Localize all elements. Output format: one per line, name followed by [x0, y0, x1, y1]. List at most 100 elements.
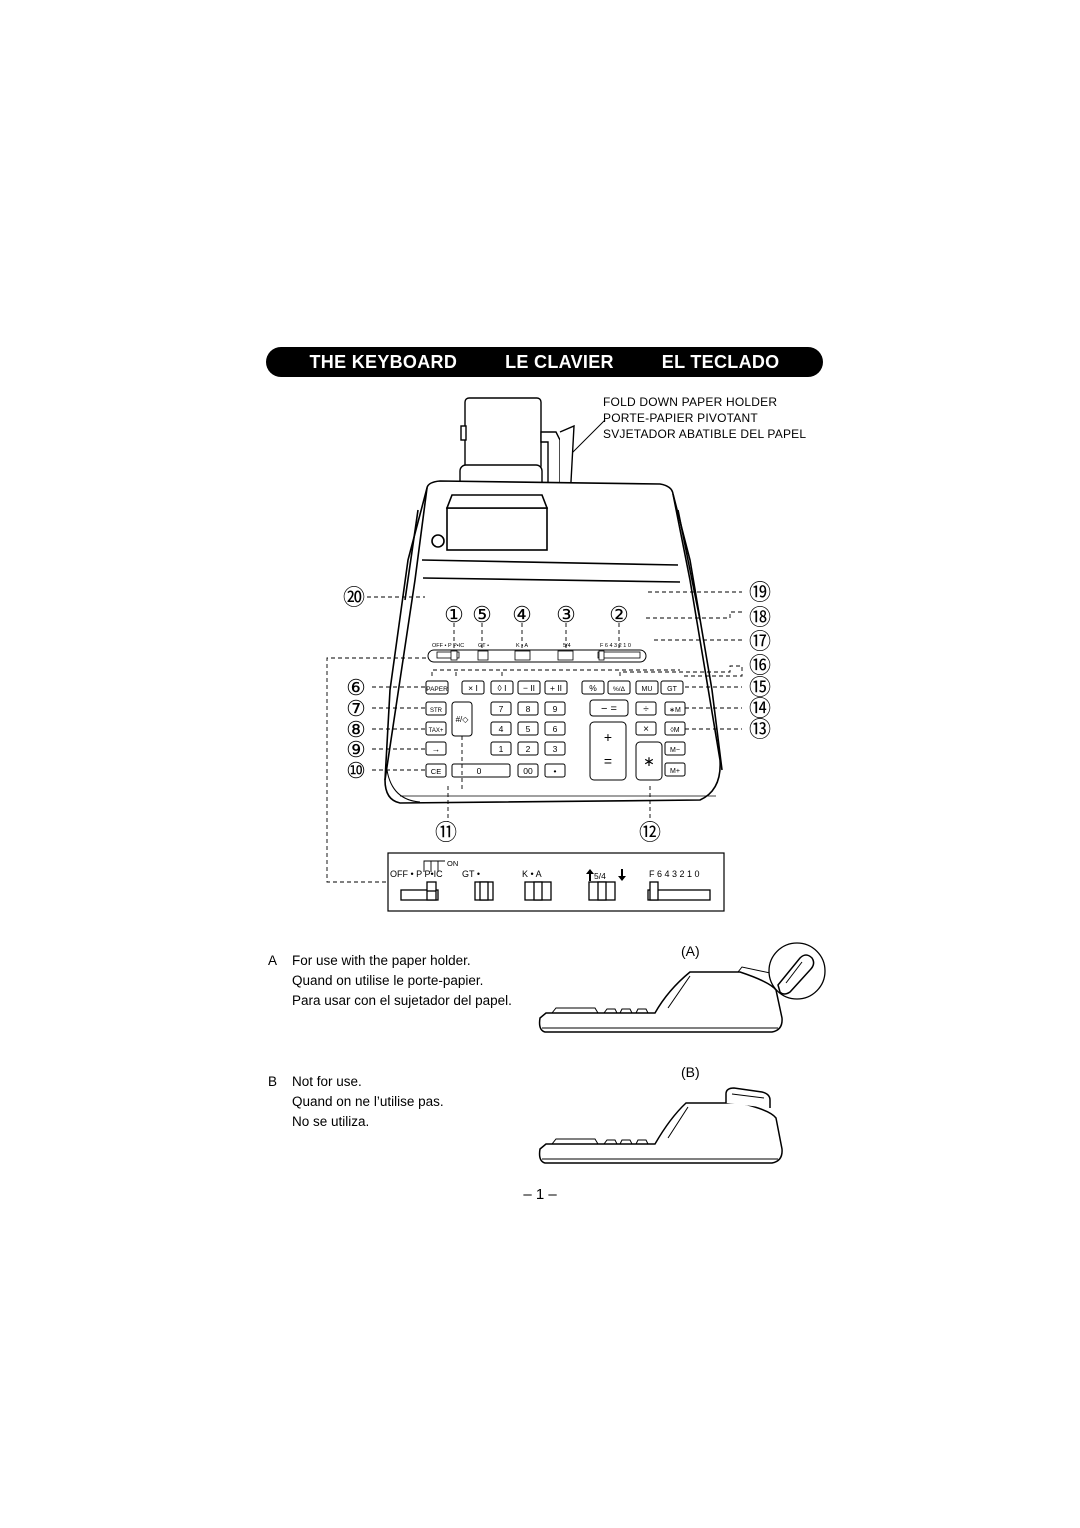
callout-12: ⑫	[639, 820, 661, 845]
paper-holder-label: FOLD DOWN PAPER HOLDER PORTE-PAPIER PIVO…	[603, 394, 806, 442]
small-power-switch[interactable]	[436, 651, 460, 659]
markup-key[interactable]: MU	[642, 686, 653, 693]
note-a-english: For use with the paper holder.	[292, 953, 471, 968]
divide-key[interactable]: ÷	[643, 704, 649, 715]
digit-1-key[interactable]: 1	[499, 744, 504, 754]
small-switch-rounding-label: 5/4	[563, 643, 571, 649]
callout-1: ①	[444, 602, 464, 627]
note-b-french: Quand on ne l’utilise pas.	[292, 1094, 444, 1109]
delta-percent-key[interactable]: %/Δ	[613, 686, 626, 693]
callout-7: ⑦	[346, 696, 366, 721]
side-view-figure-b: (B)	[538, 1064, 783, 1164]
paper-holder-leader	[567, 419, 606, 458]
note-b-english: Not for use.	[292, 1074, 362, 1089]
digit-3-key[interactable]: 3	[553, 744, 558, 754]
switch-panel-enlarged: OFF • P P•IC ON GT • K • A 5/4 F 6 4 3 2…	[387, 852, 725, 912]
callout-16: ⑯	[749, 653, 771, 678]
small-gt-switch[interactable]	[477, 650, 489, 661]
on-label: ON	[447, 859, 458, 868]
digit-7-key[interactable]: 7	[499, 704, 504, 714]
minus-equals-key[interactable]: − =	[601, 703, 617, 715]
percent-key[interactable]: %	[589, 683, 597, 693]
page-number: – 1 –	[523, 1186, 557, 1203]
callout-15: ⑮	[749, 675, 771, 700]
keypad: PAPER × I ◊ I − II + II % %/Δ MU GT STR …	[425, 680, 686, 781]
callout-leaders	[326, 591, 743, 883]
multiply-key[interactable]: ×	[643, 724, 649, 735]
tax-plus-key[interactable]: TAX+	[429, 728, 444, 734]
key-diamond-i[interactable]: ◊ I	[498, 683, 507, 693]
callout-20: ⑳	[343, 585, 365, 610]
key-times-i[interactable]: × I	[468, 683, 478, 693]
callout-11: ⑪	[435, 820, 457, 845]
callout-6: ⑥	[346, 675, 366, 700]
callout-2: ②	[609, 602, 629, 627]
digit-9-key[interactable]: 9	[553, 704, 558, 714]
small-rounding-switch[interactable]	[557, 650, 574, 661]
small-switch-decimal-label: F 6 4 3 2 1 0	[600, 643, 631, 649]
decimal-point-key[interactable]: •	[554, 766, 557, 776]
paper-holder-label-en: FOLD DOWN PAPER HOLDER	[603, 395, 778, 409]
callout-4: ④	[512, 602, 532, 627]
grand-total-key[interactable]: GT	[667, 686, 677, 693]
equals-key[interactable]: =	[604, 753, 612, 769]
callout-5: ⑤	[472, 602, 492, 627]
title-french: LE CLAVIER	[505, 351, 614, 372]
paper-holder-label-es: SVJETADOR ABATIBLE DEL PAPEL	[603, 427, 807, 441]
decimal-switch[interactable]	[647, 889, 711, 901]
rounding-arrow-icons	[586, 869, 626, 881]
paper-feed-key[interactable]: PAPER	[426, 686, 448, 693]
figure-a-label: (A)	[681, 943, 700, 959]
memory-plus-key[interactable]: M+	[670, 768, 680, 775]
title-spanish: EL TECLADO	[661, 351, 780, 372]
callout-8: ⑧	[346, 717, 366, 742]
callout-19: ⑲	[749, 580, 771, 605]
memory-total-key[interactable]: ∗M	[669, 707, 681, 714]
digit-4-key[interactable]: 4	[499, 724, 504, 734]
callout-numbers: ⑳ ① ⑤ ④ ③ ② ⑲ ⑱ ⑰ ⑯ ⑮ ⑭ ⑬ ⑥ ⑦ ⑧ ⑨ ⑩ ⑪ ⑫	[343, 580, 771, 845]
total-key[interactable]: ∗	[643, 753, 655, 769]
store-key[interactable]: STR	[430, 708, 443, 714]
note-a: A For use with the paper holder. Quand on…	[268, 951, 512, 1011]
figure-b-label: (B)	[681, 1064, 700, 1080]
callout-18: ⑱	[749, 605, 771, 630]
note-a-spanish: Para usar con el sujetador del papel.	[292, 993, 512, 1008]
key-minus-ii[interactable]: − II	[523, 683, 535, 693]
callout-17: ⑰	[749, 629, 771, 654]
digit-6-key[interactable]: 6	[553, 724, 558, 734]
small-switch-gt-label: GT •	[478, 643, 489, 649]
section-title-banner: THE KEYBOARD LE CLAVIER EL TECLADO	[266, 347, 823, 377]
power-switch-label: OFF • P P•IC	[390, 869, 443, 879]
digit-2-key[interactable]: 2	[526, 744, 531, 754]
rounding-switch-label: 5/4	[594, 871, 606, 881]
note-b: B Not for use. Quand on ne l’utilise pas.…	[268, 1072, 444, 1132]
note-a-letter: A	[268, 953, 278, 968]
right-shift-key[interactable]: →	[432, 744, 441, 754]
small-switch-power-label: OFF • P P•IC	[432, 643, 464, 649]
digit-8-key[interactable]: 8	[526, 704, 531, 714]
note-b-letter: B	[268, 1074, 278, 1089]
power-switch[interactable]	[400, 889, 439, 901]
callout-13: ⑬	[749, 717, 771, 742]
callout-14: ⑭	[749, 696, 771, 721]
memory-minus-key[interactable]: M−	[670, 747, 680, 754]
plus-key[interactable]: +	[604, 729, 612, 745]
small-decimal-switch[interactable]	[597, 651, 641, 659]
non-add-key[interactable]: #/◇	[456, 715, 470, 724]
memory-subtotal-key[interactable]: ◊M	[670, 727, 679, 734]
callout-10: ⑩	[346, 758, 366, 783]
paper-holder-label-fr: PORTE-PAPIER PIVOTANT	[603, 411, 758, 425]
note-a-french: Quand on utilise le porte-papier.	[292, 973, 484, 988]
digit-5-key[interactable]: 5	[526, 724, 531, 734]
callout-3: ③	[556, 602, 576, 627]
decimal-switch-label: F 6 4 3 2 1 0	[649, 869, 700, 879]
title-english: THE KEYBOARD	[309, 351, 458, 372]
key-plus-ii[interactable]: + II	[550, 683, 562, 693]
double-zero-key[interactable]: 00	[523, 766, 533, 776]
digit-0-key[interactable]: 0	[477, 766, 482, 776]
clear-entry-key[interactable]: CE	[431, 767, 441, 776]
ka-switch-label: K • A	[522, 869, 542, 879]
small-ka-switch[interactable]	[514, 650, 531, 661]
note-b-spanish: No se utiliza.	[292, 1114, 370, 1129]
